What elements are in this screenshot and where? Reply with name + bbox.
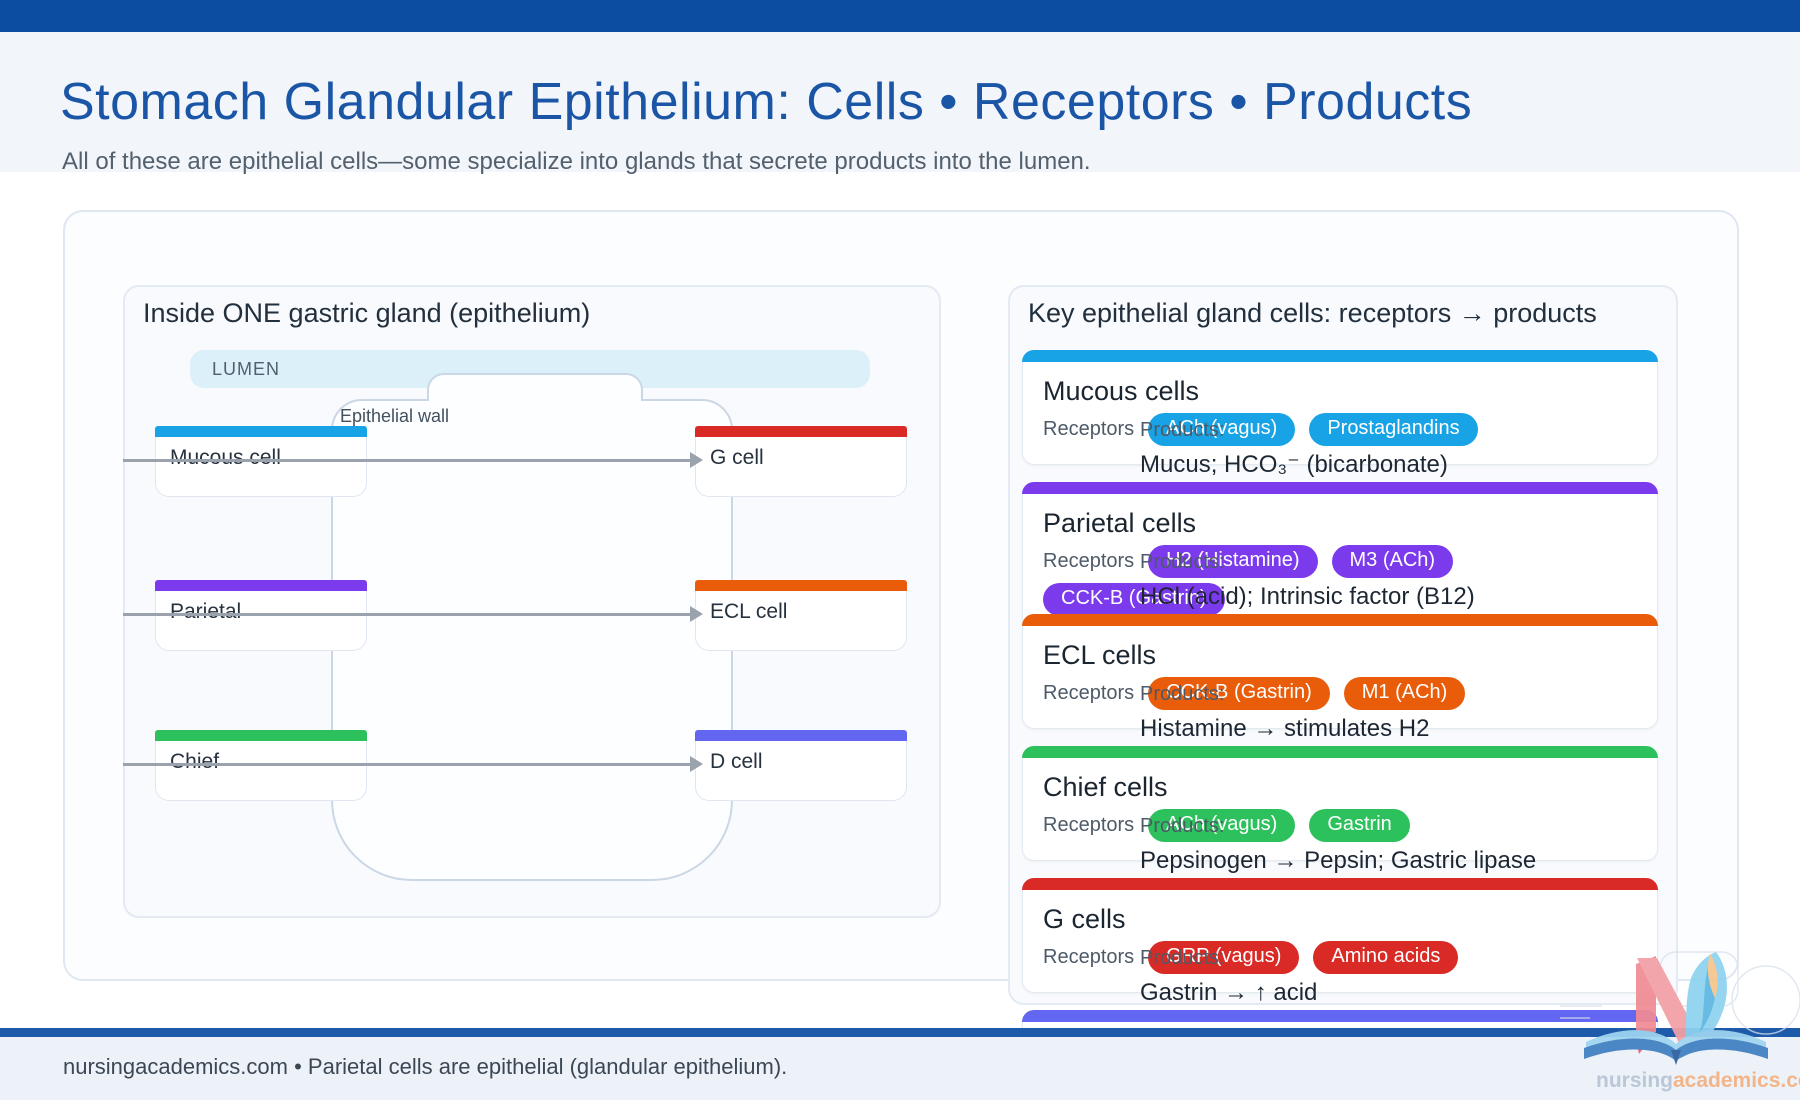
receptor-pill: ACh (vagus)	[1148, 809, 1296, 842]
card-title: G cells	[1043, 904, 1126, 934]
receptors-label: Receptors	[1043, 814, 1135, 836]
cell-box-ecl-cell: ECL cell	[695, 580, 907, 651]
products-block: Products: Gastrin → ↑ acid	[1140, 941, 1317, 1007]
receptor-pill: Gastrin	[1309, 809, 1410, 842]
cell-label: Chief	[170, 750, 220, 773]
products-value: Mucus; HCO₃⁻ (bicarbonate)	[1140, 451, 1448, 478]
products-block: Products: Pepsinogen → Pepsin; Gastric l…	[1140, 809, 1536, 875]
footer-divider	[0, 1028, 1800, 1037]
receptor-row: Receptors CCK-B (Gastrin) M1 (ACh)	[1043, 677, 1637, 710]
cell-color-bar	[695, 580, 907, 591]
products-block: Products: Mucus; HCO₃⁻ (bicarbonate)	[1140, 413, 1448, 479]
receptors-label: Receptors	[1043, 550, 1135, 572]
card-color-bar	[1022, 482, 1658, 494]
receptor-pill: CCK-B (Gastrin)	[1148, 677, 1330, 710]
receptor-pill: M3 (ACh)	[1331, 545, 1454, 578]
products-value: Gastrin → ↑ acid	[1140, 979, 1318, 1006]
card-title: Mucous cells	[1043, 376, 1200, 406]
card-color-bar	[1022, 614, 1658, 626]
cell-label: Mucous cell	[170, 446, 281, 469]
receptor-pill: Prostaglandins	[1309, 413, 1478, 446]
products-label: Products:	[1140, 947, 1225, 969]
products-label: Products:	[1140, 683, 1225, 705]
footer-text: nursingacademics.com • Parietal cells ar…	[63, 1054, 788, 1079]
receptor-row: Receptors H2 (Histamine) M3 (ACh) CCK-B …	[1043, 545, 1637, 616]
receptor-pill: M1 (ACh)	[1343, 677, 1466, 710]
card-title: Chief cells	[1043, 772, 1168, 802]
receptors-label: Receptors	[1043, 946, 1135, 968]
products-block: Products: Histamine → stimulates H2	[1140, 677, 1429, 743]
cell-color-bar	[695, 730, 907, 741]
card-mucous-cells: Mucous cells Receptors ACh (vagus) Prost…	[1022, 350, 1658, 478]
card-color-bar	[1022, 746, 1658, 758]
receptor-row: Receptors GRP (vagus) Amino acids	[1043, 941, 1637, 974]
receptor-pill: CCK-B (Gastrin)	[1043, 583, 1225, 616]
receptors-label: Receptors	[1043, 682, 1135, 704]
receptor-pill: Amino acids	[1313, 941, 1459, 974]
page-header: Stomach Glandular Epithelium: Cells • Re…	[0, 32, 1800, 175]
cell-box-d-cell: D cell	[695, 730, 907, 801]
products-label: Products:	[1140, 551, 1225, 573]
card-ecl-cells: ECL cells Receptors CCK-B (Gastrin) M1 (…	[1022, 614, 1658, 742]
page-title: Stomach Glandular Epithelium: Cells • Re…	[60, 73, 1473, 131]
cell-color-bar	[155, 730, 367, 741]
card-title: ECL cells	[1043, 640, 1157, 670]
arrow-row-3	[123, 756, 703, 772]
receptor-pill: H2 (Histamine)	[1148, 545, 1318, 578]
cell-color-bar	[695, 426, 907, 437]
products-block: Products: HCl (acid); Intrinsic factor (…	[1140, 545, 1475, 611]
cell-color-bar	[155, 580, 367, 591]
receptors-label: Receptors	[1043, 418, 1135, 440]
products-label: Products:	[1140, 419, 1225, 441]
top-accent-bar	[0, 0, 1800, 32]
cell-label: G cell	[710, 446, 764, 469]
lumen-bar: LUMEN	[190, 350, 870, 388]
cell-box-parietal: Parietal	[155, 580, 367, 651]
arrow-row-2	[123, 606, 703, 622]
cell-label: ECL cell	[710, 600, 788, 623]
card-parietal-cells: Parietal cells Receptors H2 (Histamine) …	[1022, 482, 1658, 635]
card-title: Parietal cells	[1043, 508, 1197, 538]
page-subtitle: All of these are epithelial cells—some s…	[62, 148, 1091, 175]
card-chief-cells: Chief cells Receptors ACh (vagus) Gastri…	[1022, 746, 1658, 874]
logo-n-mark	[1636, 952, 1727, 1058]
logo-wordmark: nursingacademics.com	[1596, 1069, 1800, 1092]
card-g-cells: G cells Receptors GRP (vagus) Amino acid…	[1022, 878, 1658, 1006]
cell-label: D cell	[710, 750, 763, 773]
receptor-pill: GRP (vagus)	[1148, 941, 1300, 974]
wordmark-secondary: academics.com	[1673, 1069, 1800, 1092]
lumen-label: LUMEN	[212, 359, 281, 379]
arrow-row-1	[123, 452, 703, 468]
gland-panel-title: Inside ONE gastric gland (epithelium)	[143, 298, 591, 328]
cell-color-bar	[155, 426, 367, 437]
cell-box-g-cell: G cell	[695, 426, 907, 497]
card-color-bar	[1022, 878, 1658, 890]
products-value: Pepsinogen → Pepsin; Gastric lipase	[1140, 847, 1537, 874]
receptor-row: Receptors ACh (vagus) Gastrin	[1043, 809, 1637, 842]
cell-label: Parietal	[170, 600, 242, 623]
products-label: Products:	[1140, 815, 1225, 837]
receptor-row: Receptors ACh (vagus) Prostaglandins	[1043, 413, 1637, 446]
products-value: HCl (acid); Intrinsic factor (B12)	[1140, 583, 1475, 610]
footer: nursingacademics.com • Parietal cells ar…	[0, 1037, 1800, 1100]
card-color-bar	[1022, 1010, 1658, 1022]
receptor-pill: ACh (vagus)	[1148, 413, 1296, 446]
open-book-icon	[1584, 1030, 1768, 1065]
epithelial-wall-label: Epithelial wall	[340, 406, 450, 426]
cards-panel-title: Key epithelial gland cells: receptors → …	[1028, 298, 1597, 328]
card-color-bar	[1022, 350, 1658, 362]
cell-box-mucous: Mucous cell	[155, 426, 367, 497]
products-value: Histamine → stimulates H2	[1140, 715, 1430, 742]
wordmark-primary: nursing	[1596, 1069, 1673, 1092]
brand-logo: nursingacademics.com	[1560, 951, 1800, 1092]
cell-box-chief: Chief	[155, 730, 367, 801]
epithelial-wall-shape	[331, 373, 733, 881]
